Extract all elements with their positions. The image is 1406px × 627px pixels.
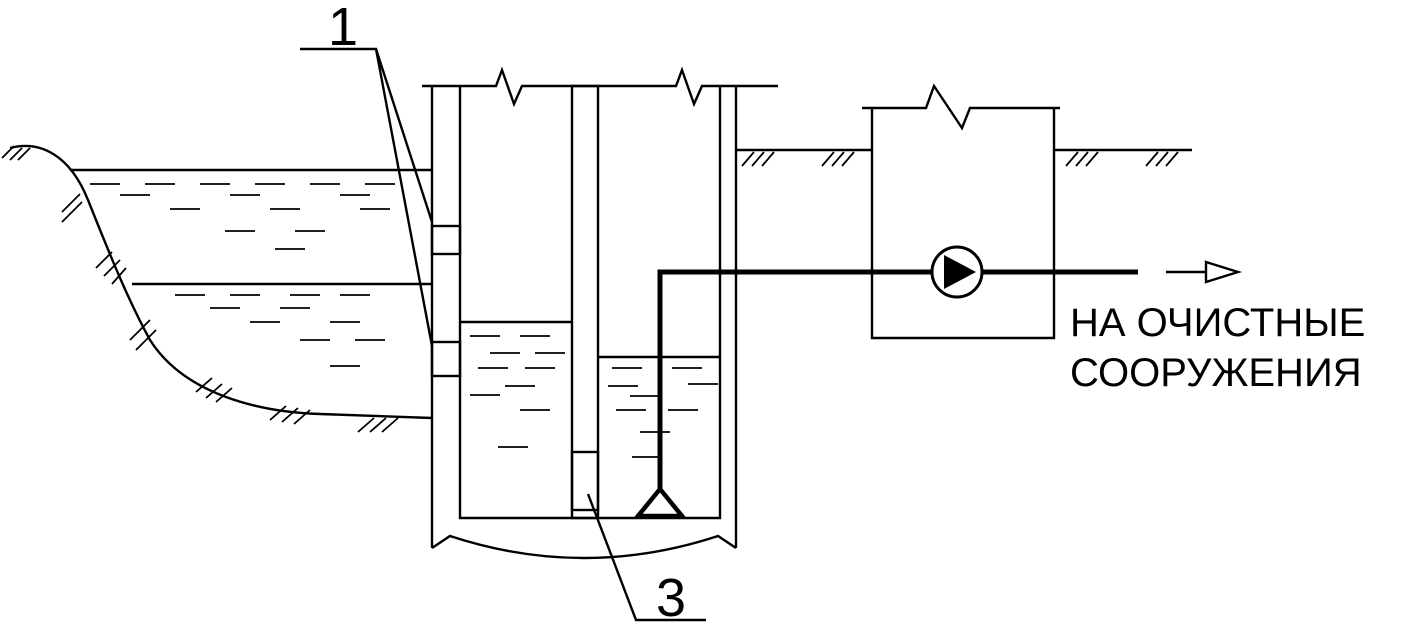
destination-label-line1: НА ОЧИСТНЫЕ	[1070, 301, 1365, 345]
pump-station-roof-break-line	[862, 83, 1060, 131]
well-inner-wall-left	[458, 86, 722, 520]
well-water-dashes	[470, 335, 718, 458]
bank-profile-line	[9, 144, 433, 420]
ground-surface	[736, 148, 1192, 167]
ground-hatch	[741, 151, 1179, 167]
intake-window-lower	[430, 340, 462, 378]
callout-1-leader	[300, 47, 434, 347]
callout-3-number: 3	[656, 568, 686, 627]
river-bank	[1, 144, 433, 433]
callout-3: 3	[586, 493, 706, 627]
destination-label-line2: СООРУЖЕНИЯ	[1070, 351, 1362, 395]
destination-label: НА ОЧИСТНЫЕ СООРУЖЕНИЯ	[1070, 301, 1365, 395]
callout-1: 1	[300, 0, 434, 347]
screen-mesh	[570, 450, 600, 512]
pump-station	[862, 83, 1060, 340]
screen-partition	[570, 84, 600, 520]
callout-1-number: 1	[328, 0, 358, 57]
suction-inlet	[633, 485, 687, 519]
well-bottom-slab	[431, 534, 737, 560]
bank-ground-hatch	[1, 145, 399, 433]
river-water-dashes	[90, 183, 395, 367]
intake-window-upper	[430, 224, 462, 256]
pump-icon	[930, 245, 984, 299]
callout-3-leader	[586, 493, 706, 622]
pump-station-walls	[870, 108, 1056, 340]
intake-well	[422, 66, 778, 560]
suction-pipe	[657, 269, 932, 494]
well-roof-break-line	[422, 66, 778, 108]
flow-direction-arrow-icon	[1166, 260, 1243, 284]
river-water	[70, 168, 432, 367]
pipeline	[633, 245, 1243, 519]
intake-windows	[430, 224, 462, 378]
